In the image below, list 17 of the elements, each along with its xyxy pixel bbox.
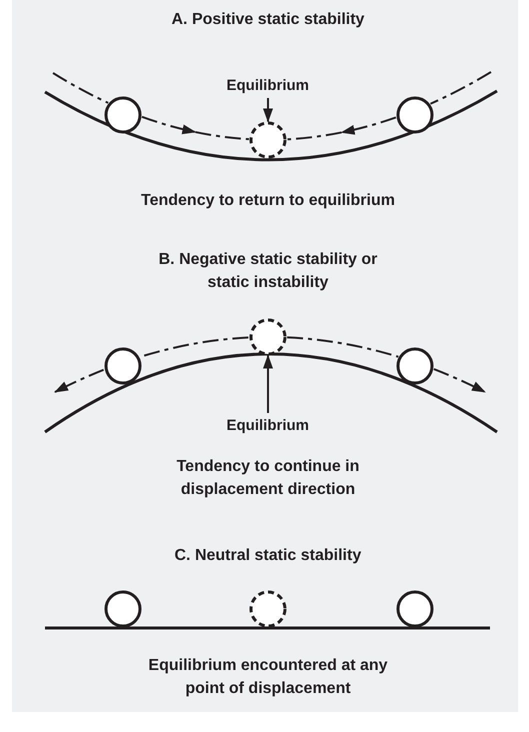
equilibrium-ball-outline xyxy=(248,317,288,357)
leader-arrow xyxy=(263,354,273,413)
section-caption: Tendency to return to equilibrium xyxy=(141,191,395,211)
leader-arrow xyxy=(263,98,273,122)
equilibrium-ball-outline xyxy=(248,589,288,629)
equilibrium-label: Equilibrium xyxy=(226,74,309,97)
section-heading: B. Negative static stability or static instability xyxy=(158,250,378,293)
section-caption: Equilibrium encountered at any point of displacement xyxy=(147,656,389,699)
motion-path-arrow xyxy=(142,116,196,134)
section-heading: A. Positive static stability xyxy=(172,10,364,30)
motion-path-arrow xyxy=(340,116,396,135)
motion-path-arrow xyxy=(433,368,486,393)
section-heading: C. Neutral static stability xyxy=(174,546,362,566)
motion-path-arrow xyxy=(54,368,104,393)
section-caption: Tendency to continue in displacement direction xyxy=(176,457,360,500)
equilibrium-label: Equilibrium xyxy=(226,414,309,437)
equilibrium-ball-outline xyxy=(248,120,288,160)
